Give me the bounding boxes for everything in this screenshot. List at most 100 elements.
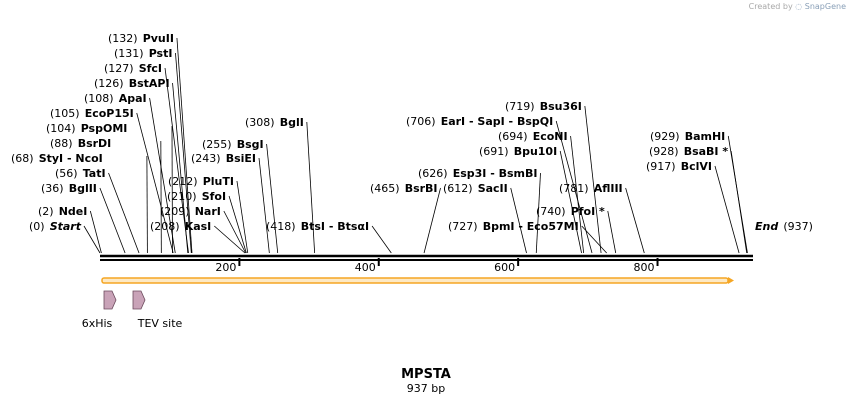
cut-site-position: (929) xyxy=(650,130,680,143)
cut-site-leader xyxy=(584,105,602,254)
enzyme-name: BsrDI xyxy=(78,137,112,150)
cut-site[interactable]: (56) TatI xyxy=(55,162,106,181)
cut-site[interactable]: (104) PspOMI xyxy=(46,117,127,136)
cut-site[interactable]: (308) BglI xyxy=(245,111,304,130)
enzyme-name: BsaBI * xyxy=(684,145,729,158)
cut-site[interactable]: (243) BsiEI xyxy=(191,147,256,166)
cut-site[interactable]: (928) BsaBI * xyxy=(649,140,728,159)
cut-site-position: (719) xyxy=(505,100,535,113)
cut-site[interactable]: (691) Bpu10I xyxy=(479,140,557,159)
features: 6xHis TEV site xyxy=(82,290,183,330)
cut-site-leader xyxy=(625,187,645,254)
cut-site[interactable]: (132) PvuII xyxy=(108,27,174,46)
cut-site-position: (132) xyxy=(108,32,138,45)
cut-site-text: (929) BamHI xyxy=(650,125,725,144)
cut-site-text: (308) BglI xyxy=(245,111,304,130)
enzyme-name: BsgI xyxy=(237,138,264,151)
scale-tick-label: 800 xyxy=(634,261,655,274)
cut-site[interactable]: (68) StyI - NcoI xyxy=(11,147,103,166)
scale-tick-label: 200 xyxy=(215,261,236,274)
cut-site[interactable]: (781) AflIII xyxy=(559,177,623,196)
cut-site[interactable]: (88) BsrDI xyxy=(50,132,111,151)
cut-site[interactable]: (719) Bsu36I xyxy=(505,95,582,114)
cut-site-text: (740) PfoI * xyxy=(536,200,605,219)
cut-site[interactable]: (208) KasI xyxy=(150,215,211,234)
enzyme-name: BamHI xyxy=(685,130,726,143)
cut-site-position: (209) xyxy=(160,205,190,218)
feature[interactable]: TEV site xyxy=(132,290,183,330)
cut-site-leader xyxy=(175,52,192,254)
cut-site[interactable]: (418) BtsI - BtsαI xyxy=(266,215,369,234)
cut-site-leader xyxy=(266,143,279,254)
cut-site-separator: - xyxy=(515,220,527,233)
cut-site[interactable]: (255) BsgI xyxy=(202,133,264,152)
snapgene-credit: Created by ◌ SnapGene xyxy=(749,2,846,11)
enzyme-name: NdeI xyxy=(59,205,88,218)
enzyme-name: BsrBI xyxy=(405,182,438,195)
enzyme-name: Start xyxy=(50,220,82,233)
cut-site[interactable]: (0) Start xyxy=(29,215,82,234)
snapgene-logo-icon: ◌ xyxy=(795,2,803,11)
cut-site-position: (781) xyxy=(559,182,589,195)
cut-site-position: (68) xyxy=(11,152,34,165)
cut-site-text: (0) Start xyxy=(29,215,82,234)
cut-site-leader xyxy=(371,225,392,254)
cut-site-leader xyxy=(223,210,247,254)
cut-site[interactable]: (36) BglII xyxy=(41,177,97,196)
cut-site-leader xyxy=(146,155,148,254)
enzyme-name: SacII xyxy=(478,182,508,195)
cut-site[interactable]: (105) EcoP15I xyxy=(50,102,134,121)
enzyme-name: SapI xyxy=(477,115,504,128)
enzyme-name: SfoI xyxy=(202,190,226,203)
cut-site-position: (928) xyxy=(649,145,679,158)
cut-site[interactable]: (929) BamHI xyxy=(650,125,725,144)
cut-site-text: (209) NarI xyxy=(160,200,221,219)
cut-site[interactable]: (694) EcoNI xyxy=(498,125,568,144)
plasmid-name: MPSTA xyxy=(401,367,451,382)
enzyme-name: BtsαI xyxy=(337,220,369,233)
cut-site[interactable]: (127) SfcI xyxy=(104,57,162,76)
cut-site-position: (694) xyxy=(498,130,528,143)
cut-site[interactable]: (209) NarI xyxy=(160,200,221,219)
credit-prefix: Created by xyxy=(748,2,793,11)
cut-site-text: (131) PstI xyxy=(114,42,172,61)
cut-site[interactable]: (210) SfoI xyxy=(167,185,226,204)
cut-site-text: (127) SfcI xyxy=(104,57,162,76)
cut-site[interactable]: End (937) xyxy=(755,215,813,234)
cut-site-position: (126) xyxy=(94,77,124,90)
enzyme-name: PstI xyxy=(149,47,173,60)
cut-site-text: (727) BpmI - Eco57MI xyxy=(448,215,579,234)
enzyme-name: EarI xyxy=(441,115,465,128)
cut-site-text: (108) ApaI xyxy=(84,87,147,106)
cut-site[interactable]: (212) PluTI xyxy=(168,170,234,189)
cut-site[interactable]: (740) PfoI * xyxy=(536,200,605,219)
enzyme-name: NarI xyxy=(195,205,221,218)
feature[interactable]: 6xHis xyxy=(82,290,117,330)
enzyme-name: BsmBI xyxy=(499,167,538,180)
feature-label: TEV site xyxy=(137,317,183,330)
cut-site[interactable]: (465) BsrBI xyxy=(370,177,438,196)
feature-label: 6xHis xyxy=(82,317,113,330)
cut-site-position: (691) xyxy=(479,145,509,158)
cut-site-leader xyxy=(730,150,748,254)
cut-site[interactable]: (2) NdeI xyxy=(38,200,87,219)
cut-site[interactable]: (917) BclVI xyxy=(646,155,712,174)
enzyme-name: BglI xyxy=(280,116,304,129)
cut-site-leader xyxy=(236,180,249,254)
cut-site-position: (465) xyxy=(370,182,400,195)
cut-site[interactable]: (126) BstAPI xyxy=(94,72,170,91)
cut-site-lines xyxy=(83,37,748,254)
cut-site[interactable]: (108) ApaI xyxy=(84,87,147,106)
cut-site-separator: - xyxy=(486,167,498,180)
cut-site[interactable]: (727) BpmI - Eco57MI xyxy=(448,215,579,234)
cut-site-position: (308) xyxy=(245,116,275,129)
cut-site-text: (208) KasI xyxy=(150,215,211,234)
cut-site[interactable]: (706) EarI - SapI - BspQI xyxy=(406,110,553,129)
cut-site-leader xyxy=(607,210,617,254)
cut-site-position: (418) xyxy=(266,220,296,233)
cut-site[interactable]: (626) Esp3I - BsmBI xyxy=(418,162,537,181)
cut-site[interactable]: (131) PstI xyxy=(114,42,172,61)
cut-site[interactable]: (612) SacII xyxy=(443,177,508,196)
cut-site-position: (212) xyxy=(168,175,198,188)
cut-site-leader xyxy=(99,187,126,254)
